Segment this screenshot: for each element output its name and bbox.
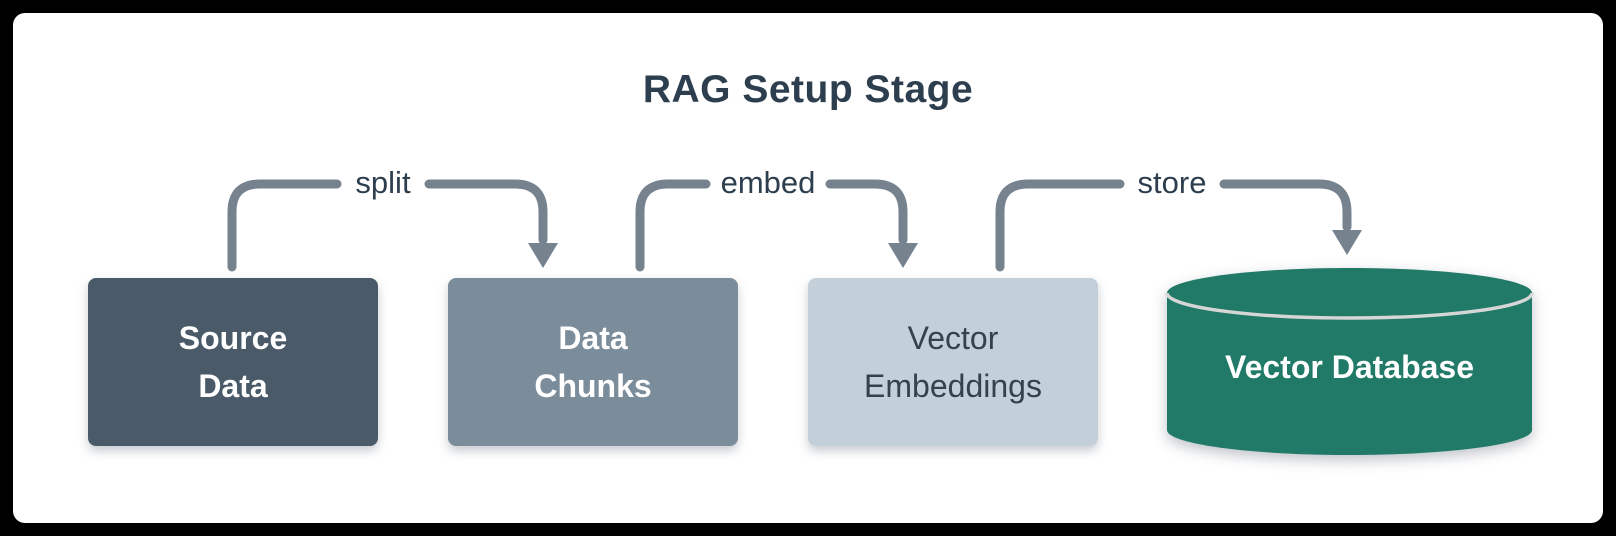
- node-vector-embeddings: Vector Embeddings: [808, 278, 1098, 446]
- node-vector-embeddings-label-line2: Embeddings: [864, 368, 1042, 404]
- page-title: RAG Setup Stage: [642, 68, 974, 111]
- edge-label-split: split: [355, 165, 411, 200]
- node-data-chunks-label-line2: Chunks: [534, 368, 652, 404]
- node-vector-database-label: Vector Database: [1224, 348, 1474, 385]
- node-source-data: Source Data: [88, 278, 378, 446]
- node-source-data-label-line1: Source: [178, 320, 288, 356]
- edge-label-embed: embed: [720, 165, 816, 200]
- edge-label-store: store: [1137, 165, 1207, 200]
- node-vector-embeddings-label-line1: Vector: [907, 320, 999, 356]
- node-data-chunks: Data Chunks: [448, 278, 738, 446]
- node-source-data-label-line2: Data: [198, 368, 268, 404]
- node-data-chunks-label-line1: Data: [558, 320, 628, 356]
